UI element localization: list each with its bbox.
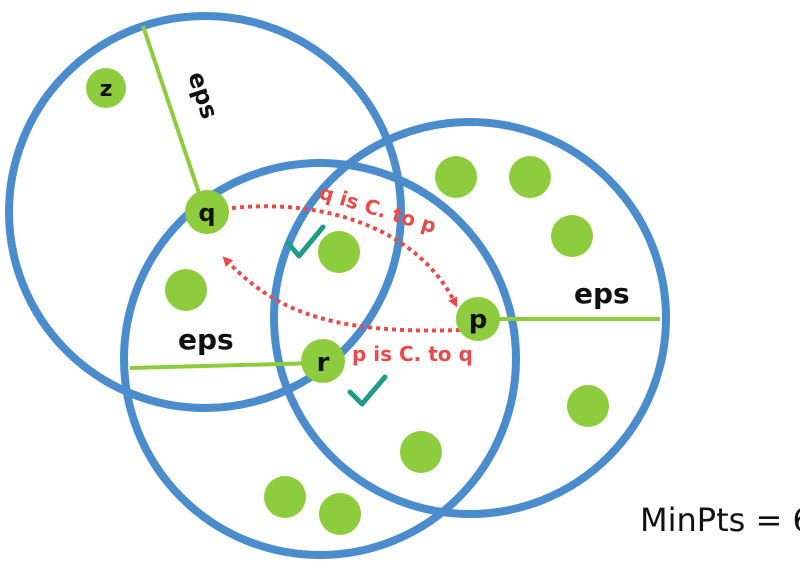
data-point [509,156,551,198]
point-p-label: p [469,305,488,335]
data-point [435,156,477,198]
eps-label-q: eps [182,68,223,122]
data-point [165,269,207,311]
eps-circle-p [270,118,670,518]
point-r [301,339,345,383]
point-z-label: z [100,77,113,102]
minpts-label: MinPts = 6 [640,501,800,539]
point-q [185,190,229,234]
arrow-p-to-q [222,256,461,333]
data-point [264,476,306,518]
arrow-q-to-p [231,204,458,308]
data-point [400,431,442,473]
eps-radius-r [129,361,319,370]
check-icon [347,374,388,407]
data-point [551,215,593,257]
relation-p-to-q: p is C. to q [352,342,473,366]
eps-radius-q [141,25,205,206]
point-r-label: r [317,348,330,378]
point-p [456,297,500,341]
point-z [86,68,126,108]
data-point [318,231,360,273]
point-q-label: q [198,199,215,227]
eps-circle-r [120,159,520,559]
check-icon [285,224,326,259]
eps-circle-q [5,12,405,412]
data-point [567,385,609,427]
data-point [319,493,361,535]
eps-label-r: eps [178,323,234,356]
eps-label-p: eps [574,277,630,310]
